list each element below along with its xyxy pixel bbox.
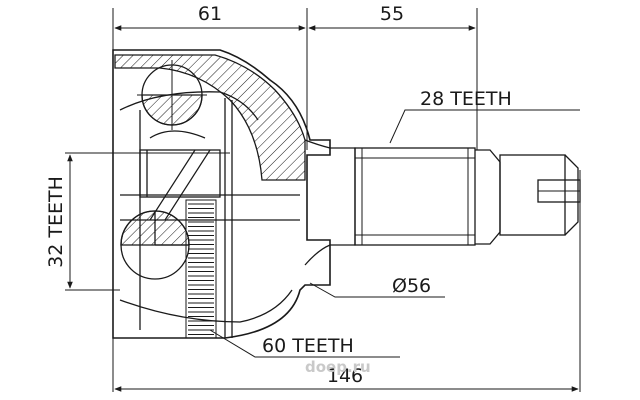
label-28-teeth: 28 TEETH: [420, 88, 512, 110]
dim-label-55: 55: [380, 3, 404, 25]
threaded-end: [475, 149, 581, 245]
label-32-teeth: 32 TEETH: [45, 176, 67, 268]
dim-label-146: 146: [327, 365, 363, 387]
watermark-text: doeр.ru: [305, 358, 371, 376]
label-60-teeth: 60 TEETH: [262, 335, 354, 357]
dim-label-61: 61: [198, 3, 222, 25]
upper-ball: [137, 60, 207, 139]
bell-housing: [112, 49, 331, 339]
leader-lines: [209, 109, 580, 358]
abs-ring: [185, 199, 217, 339]
dim-label-diameter: Ø56: [392, 275, 431, 297]
splined-shaft: [354, 147, 476, 246]
lower-ball: [120, 210, 190, 280]
